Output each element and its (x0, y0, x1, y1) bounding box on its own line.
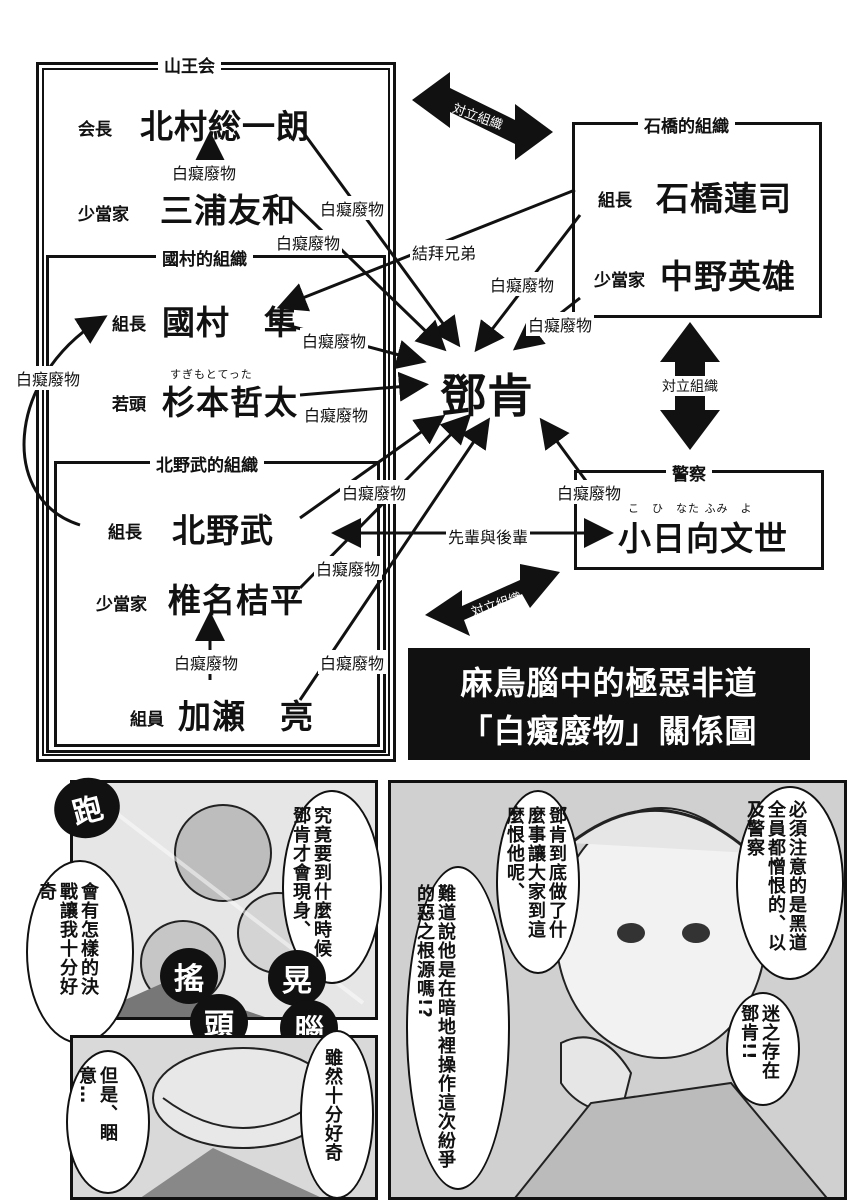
rel-label: 白癡廢物 (318, 196, 387, 220)
rel-label: 白癡廢物 (172, 650, 241, 674)
name-kase: 加瀬 亮 (178, 697, 314, 736)
role-kitamura: 会長 (78, 120, 112, 140)
rel-label: 白癡廢物 (340, 480, 409, 504)
role-nakano: 少當家 (594, 271, 645, 291)
speech-bubble (736, 786, 844, 980)
speech-bubble (26, 860, 134, 1044)
diagram-title-line2: 「白癡廢物」關係圖 (460, 712, 758, 750)
role-miura: 少當家 (78, 205, 129, 225)
rel-label: 白癡廢物 (170, 160, 239, 184)
group-title-ishibashi: 石橋的組織 (638, 112, 735, 137)
group-title-police: 警察 (666, 460, 712, 485)
name-kitano: 北野武 (172, 511, 274, 550)
group-title-sanno: 山王会 (158, 52, 221, 77)
speech-text: 雖然十分好奇 (322, 1048, 343, 1162)
role-shiina: 少當家 (96, 595, 147, 615)
speech-text: 但是、睏意… (76, 1066, 118, 1142)
arrow-sugimoto-center (299, 371, 429, 402)
panel-2-art (141, 1047, 334, 1197)
diagram-title-block: 麻鳥腦中的極惡非道 「白癡廢物」關係圖 (408, 648, 810, 760)
rel-label: 白癡廢物 (302, 402, 371, 426)
name-shiina: 椎名桔平 (168, 581, 304, 620)
rel-label: 白癡廢物 (274, 230, 343, 254)
speech-bubble (496, 790, 580, 974)
opposed-label-right: 対立組織 (660, 376, 720, 396)
speech-text: 難道說他是在暗地裡操作這次紛爭的惡之根源嗎!? (414, 884, 456, 1169)
group-title-kitano: 北野武的組織 (150, 451, 264, 476)
role-kase: 組員 (130, 710, 164, 730)
speech-text: 鄧肯到底做了什麼事讓大家到這麼恨他呢、 (504, 806, 567, 939)
panel-3-art (514, 807, 828, 1197)
rel-label: 白癡廢物 (526, 312, 595, 336)
speech-text: 迷之存在鄧肯!! (738, 1004, 780, 1080)
opposed-arrow-top (412, 72, 553, 160)
rel-label: 結拜兄弟 (410, 240, 479, 264)
speech-bubble (66, 1050, 150, 1194)
name-sugimoto: 杉本哲太 (162, 383, 298, 422)
rel-label: 白癡廢物 (318, 650, 387, 674)
diagram-title-line1: 麻鳥腦中的極惡非道 (460, 664, 758, 702)
rel-label: 先輩與後輩 (446, 524, 531, 548)
speech-bubble (300, 1030, 374, 1199)
rel-label: 白癡廢物 (300, 328, 369, 352)
arrow-kitamura-center (298, 127, 461, 348)
role-ishibashi: 組長 (598, 191, 632, 211)
role-kitano: 組長 (108, 523, 142, 543)
name-ishibashi: 石橋蓮司 (656, 179, 792, 218)
name-nakano: 中野英雄 (660, 257, 796, 296)
name-kitamura: 北村総一朗 (140, 107, 310, 146)
speech-bubble (726, 992, 800, 1106)
group-title-kunimura: 國村的組織 (156, 245, 253, 270)
name-kunimura: 國村 隼 (162, 303, 298, 342)
speech-text: 究竟要到什麼時候鄧肯才會現身、 (290, 806, 332, 958)
rel-label: 白癡廢物 (488, 272, 557, 296)
rel-label: 白癡廢物 (314, 556, 383, 580)
name-miura: 三浦友和 (160, 191, 296, 230)
ruby-kohinata: こ ひ なた ふみ よ (628, 502, 753, 515)
role-kunimura: 組長 (112, 315, 146, 335)
ruby-sugimoto: すぎもとてった (170, 368, 253, 381)
name-kohinata: 小日向文世 (618, 519, 788, 558)
rel-label: 白癡廢物 (14, 366, 83, 390)
arrow-kitano-center (299, 414, 446, 520)
speech-text: 必須注意的是黑道全員都憎恨的、以及警察 (744, 800, 807, 952)
sfx-huang: 晃 (268, 950, 326, 1006)
opposed-arrow-bottom (425, 564, 560, 636)
speech-bubble (406, 866, 510, 1190)
arrow-kitano-kunimura (22, 315, 108, 527)
rel-label: 白癡廢物 (555, 480, 624, 504)
role-sugimoto: 若頭 (112, 395, 146, 415)
name-center-duncan: 鄧肯 (440, 369, 534, 423)
speech-text: 會有怎樣的決戰讓我十分好奇 (36, 882, 99, 996)
